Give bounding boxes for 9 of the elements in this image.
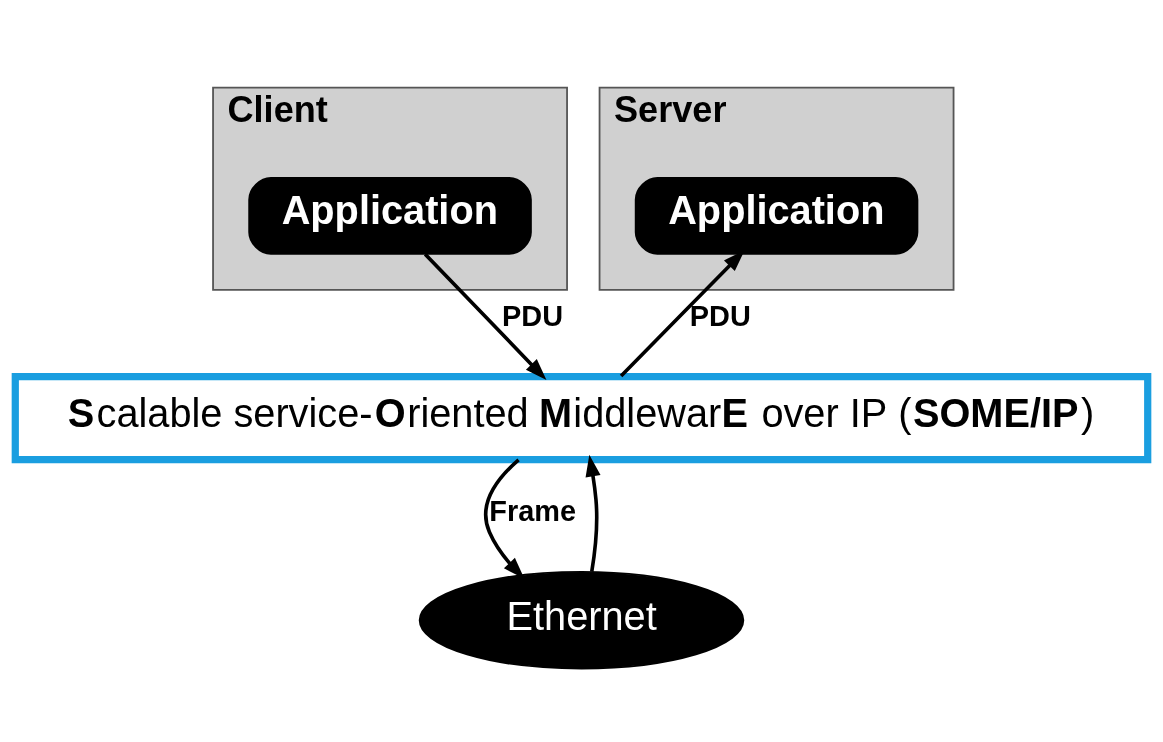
edge-label: PDU [502, 299, 563, 332]
node-box: Application [634, 177, 919, 255]
node-box: Application [248, 177, 532, 255]
node-ellipse: Ethernet [418, 571, 745, 670]
arrow [423, 252, 547, 380]
node-box: Scalable service-Oriented MiddlewarE over IP (SOME/IP) [11, 373, 1152, 464]
edge-label: Frame [489, 494, 577, 527]
arrow [585, 454, 601, 572]
edge-label: PDU [689, 299, 751, 332]
